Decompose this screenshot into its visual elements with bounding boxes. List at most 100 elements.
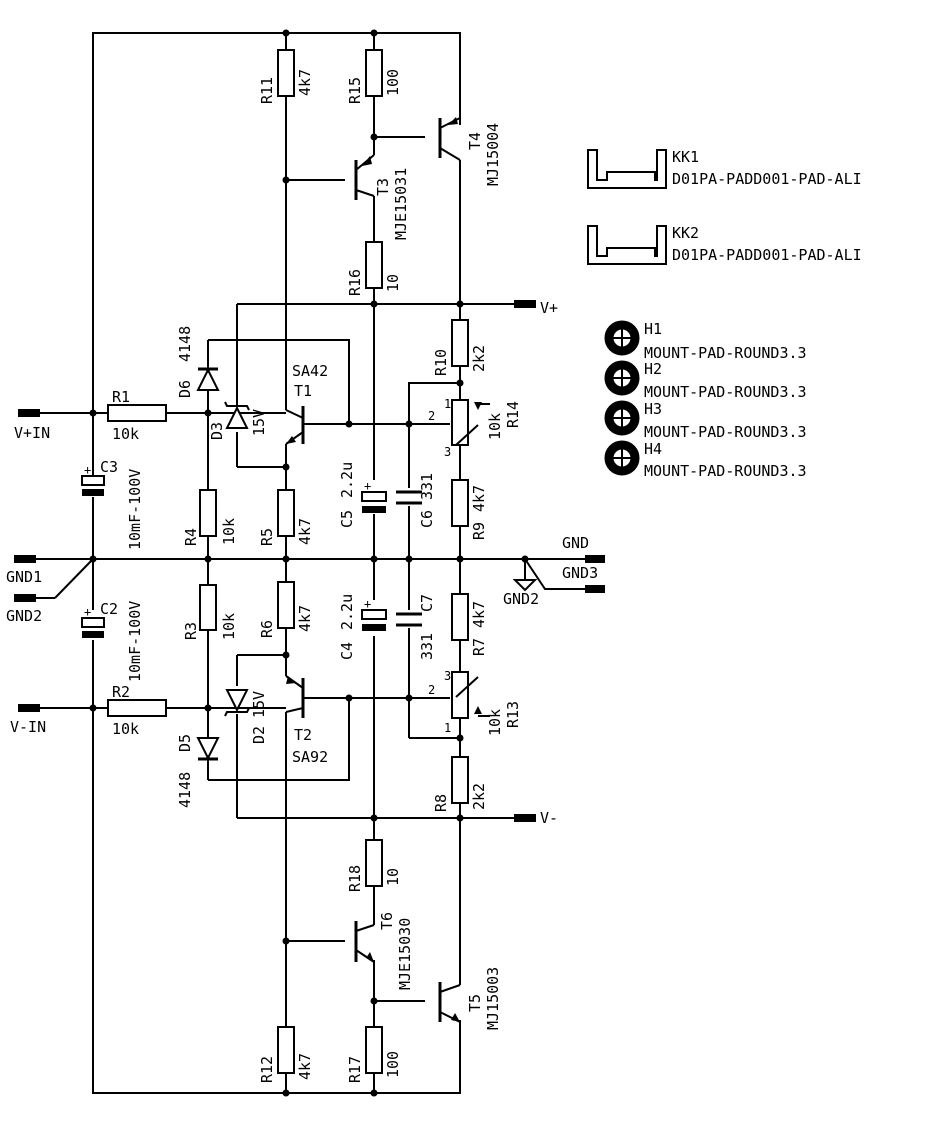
vpin-port-label: V+IN [14,424,50,442]
vertical-labels: R4 10k R3 10k R11 4k7 R5 4k7 R6 4k7 R12 … [126,69,522,1083]
c7-val: 331 [418,633,436,660]
d6-val: 4148 [176,326,194,362]
gnd2-port-label: GND2 [6,607,42,625]
junction-dot [89,409,97,417]
r14-ref: R14 [504,401,522,428]
c5-ref: C5 [338,510,356,528]
t4-ref: T4 [466,132,484,150]
r6-val: 4k7 [296,605,314,632]
r12-val: 4k7 [296,1053,314,1080]
t1-val: SA42 [292,362,328,380]
kk1-val: D01PA-PADD001-PAD-ALI [672,170,862,188]
kk1-ref: KK1 [672,148,699,166]
c4-val: 2.2u [338,594,356,630]
resistor-bodies [107,49,479,1074]
r2-val: 10k [112,720,139,738]
d3-ref: D3 [208,422,226,440]
junction-dot [204,555,212,563]
mount-pads [604,320,640,476]
junction-dots [89,29,529,1097]
vmin-port-label: V-IN [10,718,46,736]
capacitors [81,475,422,638]
r16-ref: R16 [346,269,364,296]
c4-ref: C4 [338,642,356,660]
h4-ref: H4 [644,440,662,458]
r14-pin1: 1 [444,397,451,411]
junction-dot [370,300,378,308]
r4-ref: R4 [182,528,200,546]
junction-dot [282,937,290,945]
junction-dot [282,555,290,563]
junction-dot [370,1089,378,1097]
t2-ref: T2 [294,726,312,744]
h4-val: MOUNT-PAD-ROUND3.3 [644,462,807,480]
gnd2-symbol-label: GND2 [503,590,539,608]
t5-ref: T5 [466,994,484,1012]
c2-polarity: + [84,605,91,619]
d5-val: 4148 [176,772,194,808]
r6-ref: R6 [258,620,276,638]
t4-val: MJ15004 [484,123,502,186]
r3-ref: R3 [182,622,200,640]
junction-dot [456,734,464,742]
junction-dot [370,814,378,822]
kk2-ref: KK2 [672,224,699,242]
c2-ref: C2 [100,600,118,618]
r8-ref: R8 [432,794,450,812]
r10-val: 2k2 [470,345,488,372]
c5-polarity: + [364,479,371,493]
kk2-val: D01PA-PADD001-PAD-ALI [672,246,862,264]
r17-val: 100 [384,1051,402,1078]
t5-val: MJ15003 [484,967,502,1030]
junction-dot [204,704,212,712]
r2-ref: R2 [112,683,130,701]
h3-val: MOUNT-PAD-ROUND3.3 [644,423,807,441]
diodes [196,367,250,761]
r13-pin1: 1 [444,721,451,735]
t3-ref: T3 [374,178,392,196]
junction-dot [282,1089,290,1097]
c7-ref: C7 [418,594,436,612]
r1-val: 10k [112,425,139,443]
t6-val: MJE15030 [396,918,414,990]
junction-dot [345,694,353,702]
junction-dot [521,555,529,563]
transistors [285,33,461,1023]
r4-val: 10k [220,518,238,545]
d2-val: 15V [250,691,268,718]
junction-dot [282,176,290,184]
d2-ref: D2 [250,726,268,744]
r5-val: 4k7 [296,518,314,545]
r14-pin3: 3 [444,445,451,459]
r14-pin2: 2 [428,409,435,423]
c3-val: 10mF-100V [126,469,144,550]
h1-val: MOUNT-PAD-ROUND3.3 [644,344,807,362]
r5-ref: R5 [258,528,276,546]
pot-arrows [474,402,490,717]
h1-ref: H1 [644,320,662,338]
h2-val: MOUNT-PAD-ROUND3.3 [644,383,807,401]
r16-val: 10 [384,274,402,292]
c6-ref: C6 [418,510,436,528]
c3-polarity: + [84,463,91,477]
r18-ref: R18 [346,865,364,892]
r15-val: 100 [384,69,402,96]
r9-ref: R9 [470,522,488,540]
t2-val: SA92 [292,748,328,766]
junction-dot [282,29,290,37]
r11-val: 4k7 [296,69,314,96]
junction-dot [282,463,290,471]
junction-dot [370,133,378,141]
gnd-port-label: GND [562,534,589,552]
r13-val: 10k [486,709,504,736]
r18-val: 10 [384,868,402,886]
r11-ref: R11 [258,77,276,104]
gnd3-port-label: GND3 [562,564,598,582]
heatsink-symbols [587,149,667,265]
r9-val: 4k7 [470,485,488,512]
junction-dot [456,300,464,308]
t3-val: MJE15031 [392,168,410,240]
r7-ref: R7 [470,638,488,656]
r17-ref: R17 [346,1056,364,1083]
